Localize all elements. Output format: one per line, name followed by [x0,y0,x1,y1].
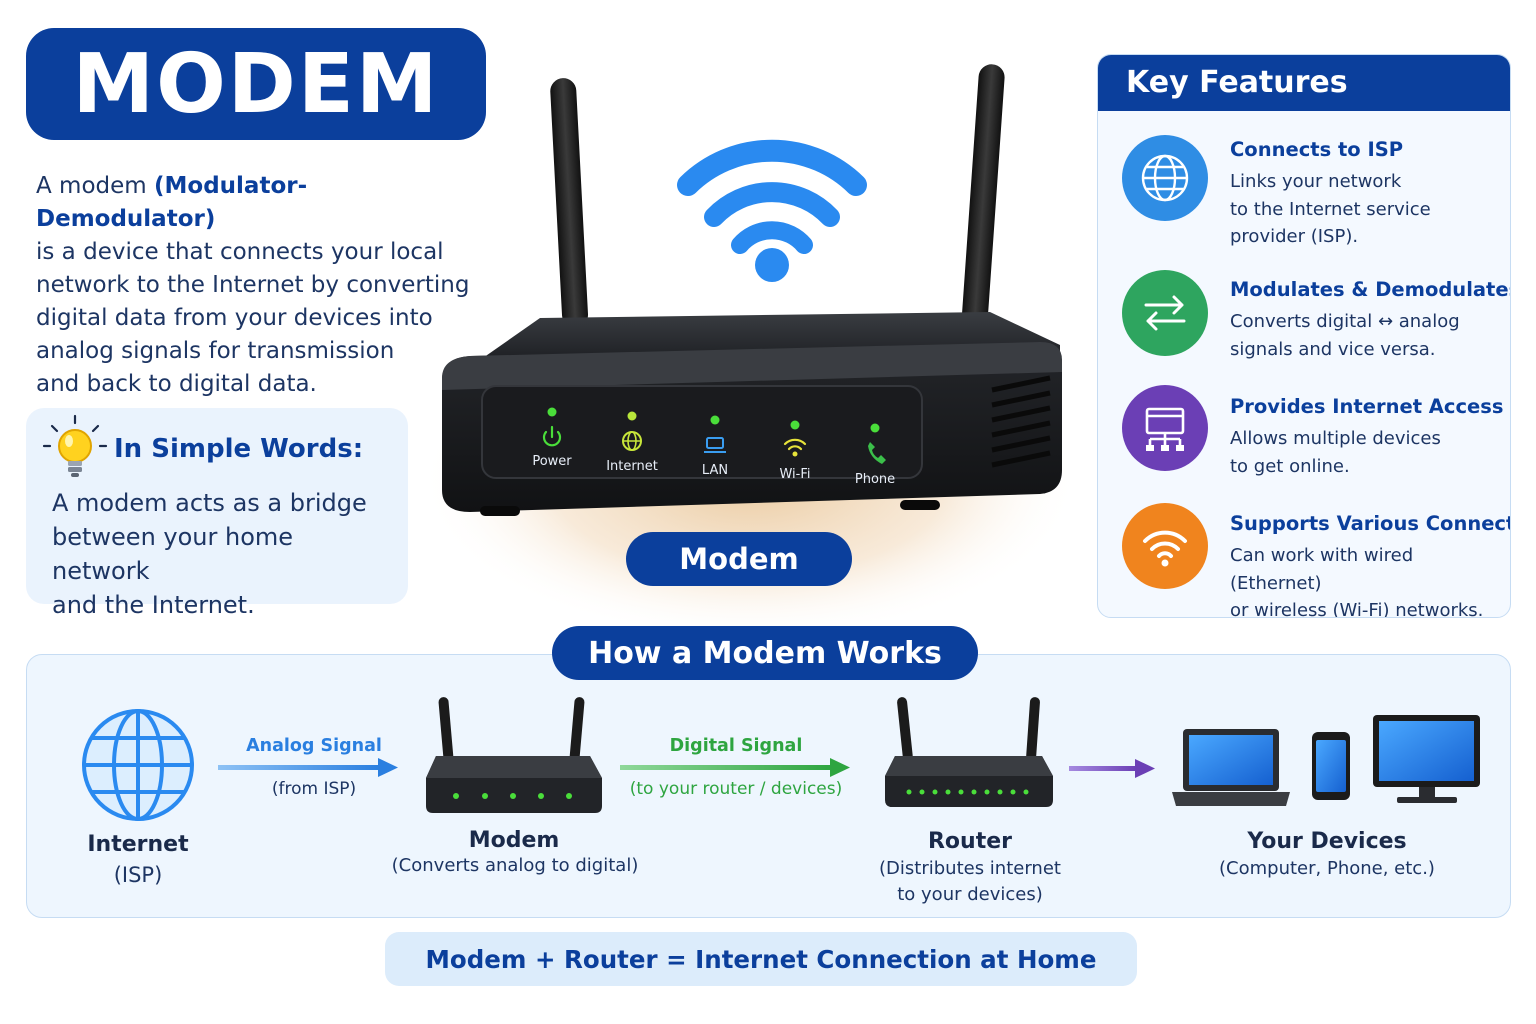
router-node-title: Router [927,829,1012,854]
router-sub-line: (Distributes internet [879,858,1061,879]
how-it-works-title: How a Modem Works [552,626,978,680]
digital-arrow [620,758,850,777]
key-features-heading: Key Features [1098,55,1510,111]
feature-desc-line: provider (ISP). [1230,226,1359,247]
feature-title: Connects to ISP [1230,138,1404,161]
intro-line-1: is a device that connects your local [36,239,444,265]
devices-node-title: Your Devices [1247,829,1407,854]
analog-signal-sub: (from ISP) [271,779,357,799]
feature-desc-line: to get online. [1230,455,1350,477]
devices-arrow [1069,759,1155,778]
intro-line-4: analog signals for transmission [36,338,395,364]
router-node-sub: (Distributes internet to your devices) [860,856,1080,908]
analog-arrow [218,758,398,777]
modem-node-title: Modem [468,828,560,853]
led-label-internet: Internet [606,459,658,474]
router-sub-line: to your devices) [897,884,1043,905]
internet-globe-icon [82,709,194,821]
internet-node-title: Internet [87,832,189,857]
intro-line-0: A modem (Modulator-Demodulator) [36,170,476,236]
led-label-power: Power [532,454,572,469]
intro-line-3: digital data from your devices into [36,305,433,331]
lightbulb-icon [42,414,108,477]
simple-line-0: A modem acts as a bridge [52,489,367,517]
network-icon [1122,385,1208,471]
led-lan [704,415,726,453]
feature-desc-line: Allows multiple devices [1230,428,1441,449]
intro-paragraph: A modem (Modulator-Demodulator) is a dev… [36,170,476,401]
modem-node-sub: (Converts analog to digital) [391,855,639,876]
led-phone [868,423,886,464]
intro-line-2: network to the Internet by converting [36,272,470,298]
how-it-works-diagram [82,697,1480,821]
analog-signal-label: Analog Signal [246,736,382,756]
swap-arrows-icon [1122,270,1208,356]
monitor-icon [1373,715,1480,803]
title-banner: MODEM [26,28,486,140]
led-label-wifi: Wi-Fi [779,467,811,482]
globe-icon [1122,135,1208,221]
laptop-icon [1172,729,1290,806]
feature-desc: Allows multiple devices to get online. [1230,425,1505,480]
simple-line-2: and the Internet. [52,591,255,619]
feature-desc-line: or wireless (Wi-Fi) networks. [1230,600,1484,618]
feature-desc-line: signals and vice versa. [1230,338,1436,360]
router-icon [885,697,1053,807]
feature-title: Provides Internet Access [1230,395,1504,418]
internet-node-sub: (ISP) [113,863,163,887]
simple-line-1: between your home network [52,523,294,585]
feature-desc-line: to the Internet service [1230,198,1431,220]
led-internet [622,411,642,451]
feature-desc-line: Can work with wired (Ethernet) [1230,545,1414,594]
intro-prefix: A modem [36,173,154,199]
led-power [542,407,562,447]
summary-banner: Modem + Router = Internet Connection at … [385,932,1137,986]
key-features-panel: Key Features Connects to ISP Links your … [1097,54,1511,618]
modem-label: Modem [626,532,852,586]
page-title: MODEM [72,36,440,132]
intro-line-5: and back to digital data. [36,371,317,397]
simple-words-title: In Simple Words: [114,434,364,464]
feature-title: Modulates & Demodulates [1230,278,1511,301]
simple-words-text: A modem acts as a bridge between your ho… [52,486,397,622]
intro-highlight: (Modulator-Demodulator) [36,173,308,232]
digital-signal-sub: (to your router / devices) [629,779,843,799]
led-label-phone: Phone [854,472,896,487]
feature-desc-line: Converts digital ↔ analog [1230,311,1460,332]
devices-node-sub: (Computer, Phone, etc.) [1219,858,1435,879]
feature-desc-line: Links your network [1230,171,1402,192]
simple-words-box: In Simple Words: A modem acts as a bridg… [26,408,408,619]
led-label-lan: LAN [701,463,729,478]
phone-icon [1312,732,1350,800]
modem-illustration: Power Internet LAN Wi-Fi Phone [420,60,1080,640]
feature-desc: Converts digital ↔ analog signals and vi… [1230,308,1505,363]
digital-signal-label: Digital Signal [669,736,803,756]
feature-desc: Can work with wired (Ethernet) or wirele… [1230,542,1505,618]
wifi-icon [1122,503,1208,589]
led-wifi [783,420,807,457]
modem-device-graphic [420,64,1080,640]
small-modem-icon [426,697,602,813]
wifi-signal-icon [677,139,867,254]
feature-desc: Links your network to the Internet servi… [1230,168,1505,251]
feature-title: Supports Various Connections [1230,512,1510,535]
